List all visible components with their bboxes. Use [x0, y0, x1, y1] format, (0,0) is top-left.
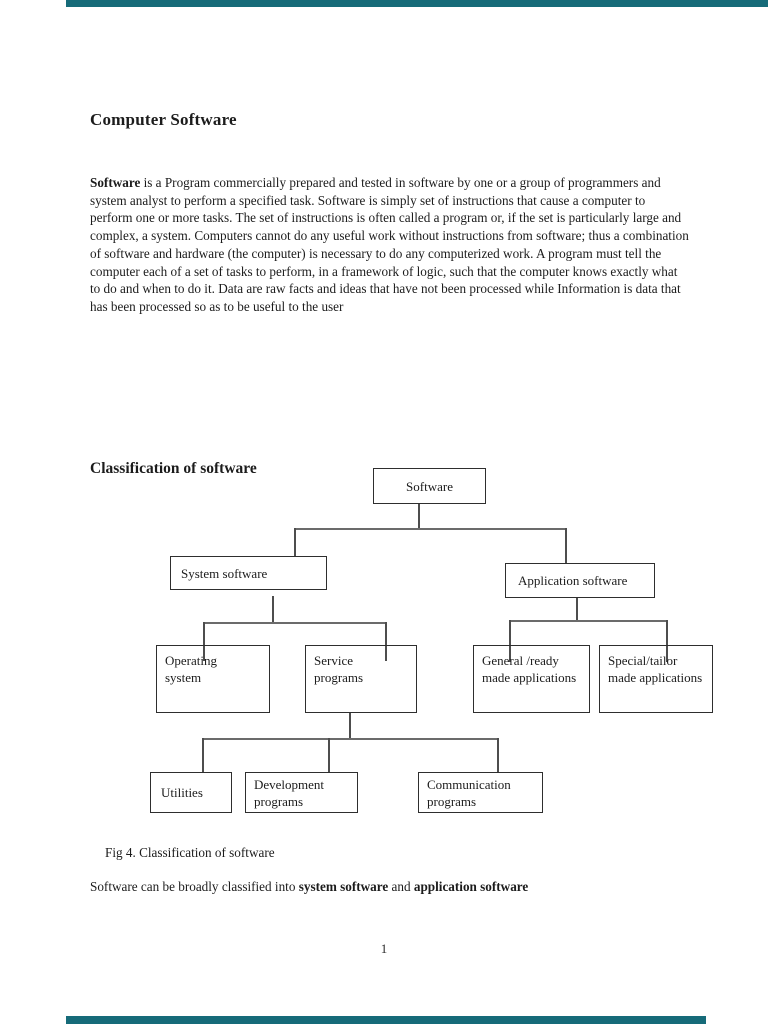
- connector-line: [349, 713, 351, 738]
- node-label: Service programs: [314, 653, 364, 685]
- connector-line: [202, 738, 204, 773]
- node-development-programs: Development programs: [245, 772, 358, 813]
- connector-line: [666, 620, 668, 662]
- summary-middle: and: [388, 879, 414, 894]
- connector-line: [328, 738, 330, 773]
- summary-sentence: Software can be broadly classified into …: [90, 879, 528, 895]
- node-label: Special/tailor made applications: [608, 653, 703, 685]
- intro-body-text: is a Program commercially prepared and t…: [90, 175, 689, 314]
- connector-line: [272, 596, 274, 623]
- node-label: General /ready made applications: [482, 653, 577, 685]
- top-accent-bar: [66, 0, 768, 7]
- node-label: Utilities: [161, 785, 203, 800]
- node-communication-programs: Communication programs: [418, 772, 543, 813]
- connector-line: [565, 528, 567, 564]
- node-label: Operating system: [165, 653, 217, 685]
- connector-line: [203, 622, 386, 624]
- node-label: Communication programs: [427, 777, 511, 809]
- connector-line: [202, 738, 498, 740]
- intro-paragraph: Software is a Program commercially prepa…: [90, 174, 690, 316]
- summary-bold-system-software: system software: [298, 879, 389, 894]
- node-label: Application software: [518, 573, 628, 588]
- node-label: Software: [406, 478, 453, 494]
- node-application-software: Application software: [505, 563, 655, 598]
- connector-line: [294, 528, 566, 530]
- classification-heading: Classification of software: [90, 460, 257, 477]
- node-software: Software: [373, 468, 486, 504]
- node-service-programs: Service programs: [305, 645, 417, 713]
- intro-lead-bold: Software: [90, 175, 141, 190]
- connector-line: [509, 620, 511, 662]
- bottom-accent-bar: [66, 1016, 706, 1024]
- summary-bold-application-software: application software: [413, 879, 529, 894]
- connector-line: [576, 598, 578, 621]
- node-label: Development programs: [254, 777, 325, 809]
- node-label: System software: [181, 565, 268, 581]
- page-title: Computer Software: [90, 110, 237, 129]
- summary-prefix: Software can be broadly classified into: [90, 879, 299, 894]
- node-system-software: System software: [170, 556, 327, 590]
- node-special-tailor-made-applications: Special/tailor made applications: [599, 645, 713, 713]
- connector-line: [385, 622, 387, 661]
- node-utilities: Utilities: [150, 772, 232, 813]
- figure-caption: Fig 4. Classification of software: [105, 845, 275, 860]
- connector-line: [497, 738, 499, 773]
- connector-line: [203, 622, 205, 661]
- node-general-ready-made-applications: General /ready made applications: [473, 645, 590, 713]
- node-operating-system: Operating system: [156, 645, 270, 713]
- connector-line: [418, 504, 420, 528]
- connector-line: [509, 620, 667, 622]
- page-number: 1: [380, 941, 388, 956]
- connector-line: [294, 528, 296, 556]
